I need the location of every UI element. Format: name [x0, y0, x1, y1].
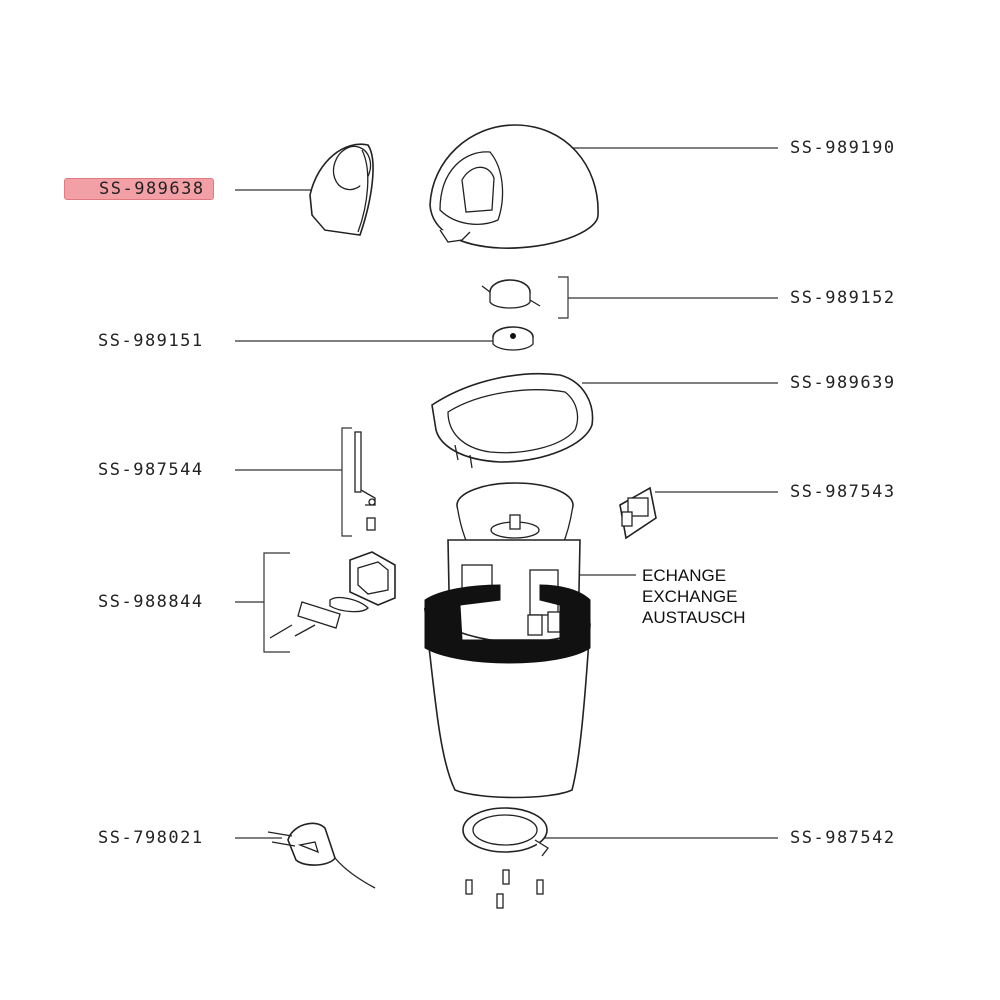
- part-label-989151[interactable]: SS-989151: [98, 331, 204, 351]
- screws: [465, 869, 544, 909]
- part-label-989639[interactable]: SS-989639: [790, 373, 896, 393]
- part-label-988844[interactable]: SS-988844: [98, 592, 204, 612]
- part-label-987544[interactable]: SS-987544: [98, 460, 204, 480]
- part-label-989190[interactable]: SS-989190: [790, 138, 896, 158]
- part-987543-board: [619, 486, 657, 540]
- part-body-housing: [423, 584, 591, 799]
- part-987542-base-ring: [462, 807, 549, 909]
- part-label-987542[interactable]: SS-987542: [790, 828, 896, 848]
- part-988844-switch: [269, 551, 396, 639]
- part-989639-bowl-ring: [431, 372, 594, 469]
- part-989152-clip: [481, 279, 541, 309]
- exchange-note-line1: ECHANGE: [642, 566, 727, 585]
- part-motor-assembly: [447, 482, 581, 641]
- part-label-989638[interactable]: SS-989638: [64, 178, 214, 200]
- exchange-note-line3: AUSTAUSCH: [642, 608, 746, 627]
- part-989638-cap: [309, 143, 374, 236]
- part-798021-plug: [267, 822, 376, 889]
- part-989151-nut: [492, 326, 534, 351]
- part-987544-pin: [354, 431, 376, 531]
- part-label-987543[interactable]: SS-987543: [790, 482, 896, 502]
- exchange-note-line2: EXCHANGE: [642, 587, 738, 606]
- part-label-989152[interactable]: SS-989152: [790, 288, 896, 308]
- part-label-798021[interactable]: SS-798021: [98, 828, 204, 848]
- part-989190-dome-lid: [429, 124, 599, 249]
